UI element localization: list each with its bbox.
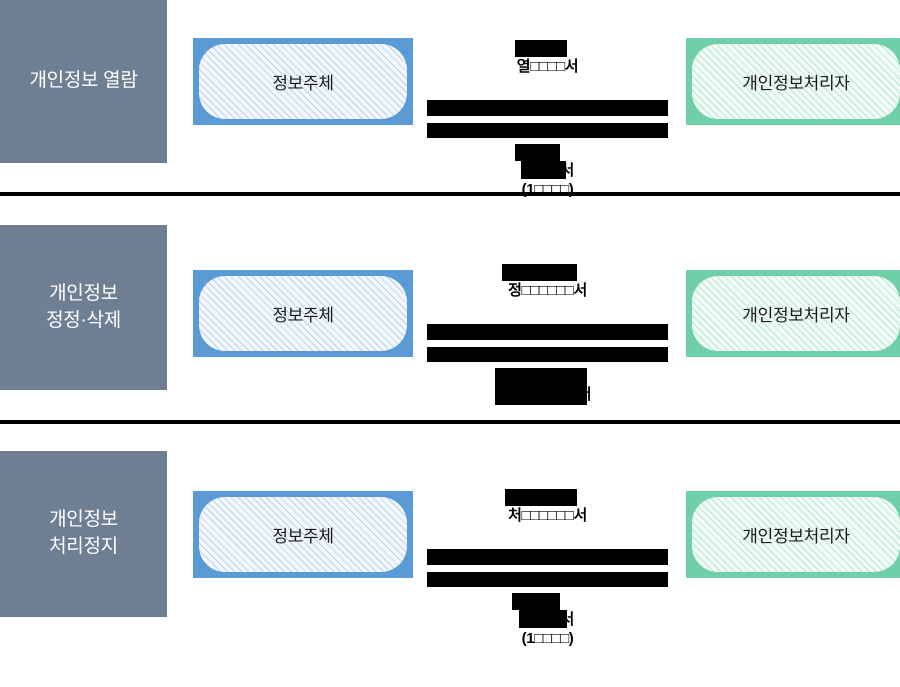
category-block-correction-deletion: 개인정보 정정·삭제 bbox=[0, 225, 167, 390]
flow-group-access: 열□□□□서 열□□□서 (1□□□□) bbox=[427, 38, 668, 238]
actor-box-controller-row1: 개인정보처리자 bbox=[686, 38, 900, 125]
arrow-forward-access-redacted bbox=[427, 99, 668, 116]
actor-box-data-subject-row3: 정보주체 bbox=[193, 491, 413, 578]
response-label-correction-deletion: 정□□□□□□□서 bbox=[427, 366, 668, 424]
category-block-processing-suspension: 개인정보 처리정지 bbox=[0, 451, 167, 617]
actor-box-controller-row2: 개인정보처리자 bbox=[686, 270, 900, 357]
request-label-text-access: 열□□□□서 bbox=[516, 58, 579, 76]
redaction-bar-request-access bbox=[515, 40, 567, 57]
response-label-processing-suspension: 결□□□서 (1□□□□) bbox=[427, 591, 668, 687]
arrow-backward-correction-deletion-redacted bbox=[427, 346, 668, 362]
redaction-bar-response-suspension-line1 bbox=[512, 592, 560, 610]
arrow-backward-processing-suspension-redacted bbox=[427, 571, 668, 587]
request-label-text-processing-suspension: 처□□□□□□서 bbox=[508, 507, 587, 525]
divider-row-2-3 bbox=[0, 420, 900, 424]
redaction-bar-response-access-line2 bbox=[521, 160, 566, 179]
actor-label-data-subject-row1: 정보주체 bbox=[199, 44, 407, 119]
response-label-access: 열□□□서 (1□□□□) bbox=[427, 142, 668, 238]
request-label-correction-deletion: 정□□□□□□서 bbox=[427, 262, 668, 320]
privacy-rights-process-diagram: 개인정보 열람 정보주체 열□□□□서 열□□□서 (1□□□□) 개인정보처리… bbox=[0, 0, 900, 647]
actor-box-controller-row3: 개인정보처리자 bbox=[686, 491, 900, 578]
redaction-bar-response-access-line1 bbox=[515, 143, 560, 161]
category-label-access: 개인정보 열람 bbox=[29, 70, 138, 92]
process-row-correction-deletion: 개인정보 정정·삭제 정보주체 정□□□□□□서 정□□□□□□□서 개인정보처… bbox=[0, 225, 900, 421]
actor-label-data-subject-row3: 정보주체 bbox=[199, 497, 407, 572]
arrow-forward-correction-deletion-redacted bbox=[427, 323, 668, 340]
flow-group-processing-suspension: 처□□□□□□서 결□□□서 (1□□□□) bbox=[427, 487, 668, 687]
request-label-text-correction-deletion: 정□□□□□□서 bbox=[508, 282, 587, 300]
category-label-correction-deletion: 개인정보 정정·삭제 bbox=[46, 282, 121, 331]
redaction-bar-request-correction-deletion bbox=[502, 264, 577, 281]
redaction-bar-request-processing-suspension bbox=[505, 489, 577, 506]
actor-label-controller-row1: 개인정보처리자 bbox=[692, 44, 900, 119]
actor-label-data-subject-row2: 정보주체 bbox=[199, 276, 407, 351]
actor-box-data-subject-row1: 정보주체 bbox=[193, 38, 413, 125]
process-row-access: 개인정보 열람 정보주체 열□□□□서 열□□□서 (1□□□□) 개인정보처리… bbox=[0, 0, 900, 198]
category-block-access: 개인정보 열람 bbox=[0, 0, 167, 163]
request-label-access: 열□□□□서 bbox=[427, 38, 668, 96]
actor-box-data-subject-row2: 정보주체 bbox=[193, 270, 413, 357]
redaction-bar-response-suspension-line2 bbox=[519, 609, 567, 628]
actor-label-controller-row2: 개인정보처리자 bbox=[692, 276, 900, 351]
arrow-forward-processing-suspension-redacted bbox=[427, 548, 668, 565]
divider-row-1-2 bbox=[0, 192, 900, 196]
process-row-processing-suspension: 개인정보 처리정지 정보주체 처□□□□□□서 결□□□서 (1□□□□) 개인… bbox=[0, 451, 900, 647]
actor-label-controller-row3: 개인정보처리자 bbox=[692, 497, 900, 572]
redaction-bar-response-correction-deletion bbox=[495, 367, 587, 405]
category-label-processing-suspension: 개인정보 처리정지 bbox=[49, 509, 118, 557]
flow-group-correction-deletion: 정□□□□□□서 정□□□□□□□서 bbox=[427, 262, 668, 423]
request-label-processing-suspension: 처□□□□□□서 bbox=[427, 487, 668, 545]
arrow-backward-access-redacted bbox=[427, 122, 668, 138]
